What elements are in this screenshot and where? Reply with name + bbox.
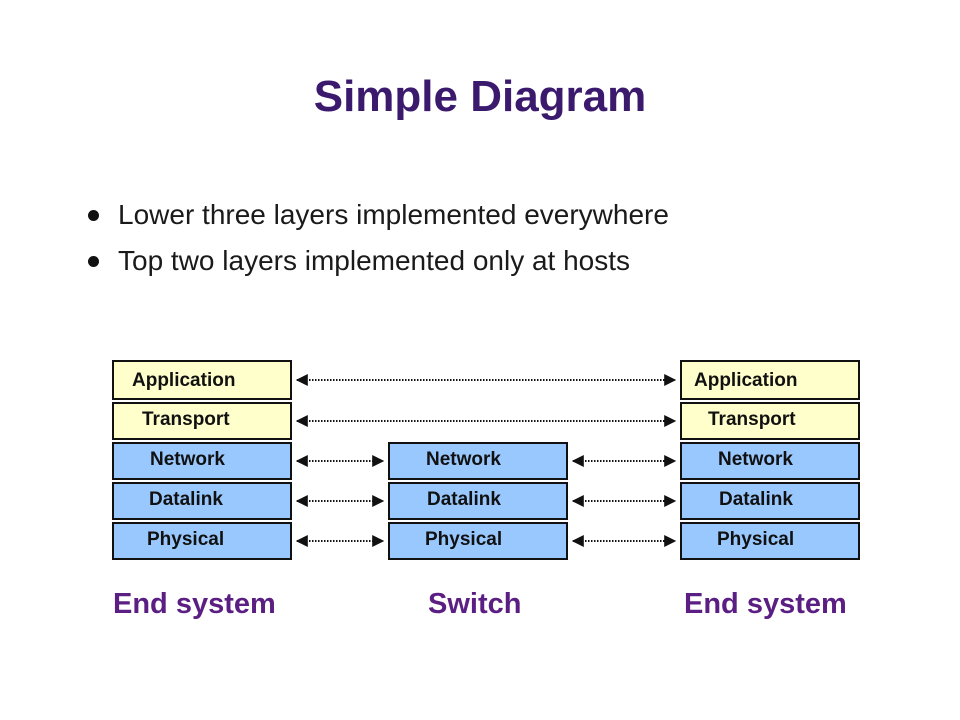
left-network-layer: Network (112, 442, 292, 480)
layer-label: Application (694, 370, 798, 391)
layer-label: Datalink (427, 489, 501, 510)
switch-network-layer: Network (388, 442, 568, 480)
right-network-layer: Network (680, 442, 860, 480)
left-datalink-layer: Datalink (112, 482, 292, 520)
right-datalink-layer: Datalink (680, 482, 860, 520)
layer-label: Physical (147, 529, 225, 550)
bullet-icon (88, 210, 99, 221)
layer-label: Network (426, 449, 501, 470)
layer-label: Physical (425, 529, 503, 550)
switch-datalink-layer: Datalink (388, 482, 568, 520)
right-transport-layer: Transport (680, 402, 860, 440)
left-caption: End system (113, 588, 276, 620)
layer-label: Application (132, 370, 236, 391)
left-physical-layer: Physical (112, 522, 292, 560)
layer-label: Datalink (149, 489, 223, 510)
left-transport-layer: Transport (112, 402, 292, 440)
bullet-text: Top two layers implemented only at hosts (118, 245, 631, 276)
layer-label: Transport (708, 409, 796, 430)
layer-label: Datalink (719, 489, 793, 510)
right-caption: End system (684, 588, 847, 620)
layer-label: Network (718, 449, 793, 470)
left-application-layer: Application (112, 360, 292, 400)
slide-title: Simple Diagram (313, 72, 647, 121)
switch-physical-layer: Physical (388, 522, 568, 560)
right-physical-layer: Physical (680, 522, 860, 560)
bullet-icon (88, 256, 99, 267)
bullet-text: Lower three layers implemented everywher… (118, 199, 669, 230)
right-application-layer: Application (680, 360, 860, 400)
layer-label: Transport (142, 409, 230, 430)
bullet-item: Lower three layers implemented everywher… (88, 192, 669, 238)
layer-label: Physical (717, 529, 795, 550)
bullet-item: Top two layers implemented only at hosts (88, 238, 669, 284)
middle-caption: Switch (428, 588, 522, 620)
layer-label: Network (150, 449, 225, 470)
bullet-list: Lower three layers implemented everywher… (88, 192, 669, 284)
